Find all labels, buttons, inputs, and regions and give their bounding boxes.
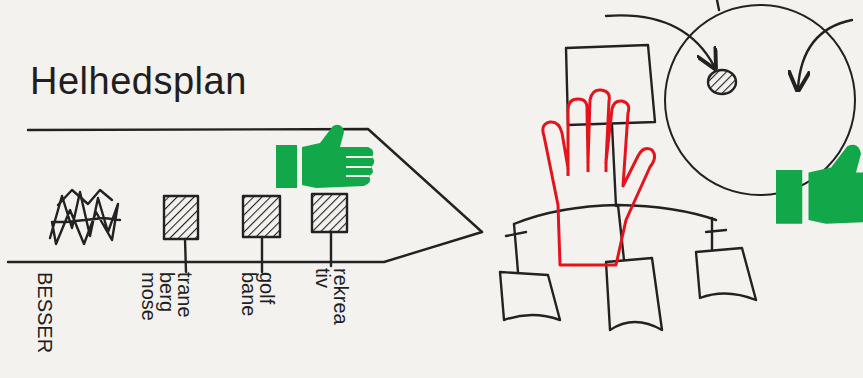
org-stem [612,125,616,206]
stop-hand [543,90,655,265]
leader-line [330,232,332,266]
hatched-square [243,196,280,237]
finger-gap [605,162,608,172]
org-tick [506,232,526,236]
org-tick [706,230,726,232]
org-leaf-box [696,248,756,300]
hatched-square [312,194,347,232]
thumbs-up [776,145,863,224]
scope-circle [665,5,855,195]
curved-arrow [606,15,714,66]
org-drop [711,218,713,250]
curved-arrow [798,20,852,88]
leader-line [185,239,186,272]
thumb-cuff [276,145,297,188]
hatched-square [164,196,198,239]
finger-gap [567,168,570,176]
item-label: rekrea tiv [314,268,350,338]
thumb-hand [809,145,863,224]
finger-gap [587,162,590,172]
sheet-title: Helhedsplan [30,60,247,103]
hand-outline [543,90,655,265]
thumb-fingers [346,157,372,176]
thumb-cuff [776,170,802,224]
item-label: trane berg mose [140,272,194,334]
scribble-blob-top [58,190,112,205]
thumb-hand [302,125,374,188]
leader-line [261,237,263,272]
item-label: golf bane [240,272,276,330]
org-branch [514,205,716,224]
item-label: BESSER [36,272,54,372]
pen-mark [717,0,719,10]
thumbs-up [276,125,374,188]
hatched-core [708,70,736,94]
org-drop [514,224,518,272]
org-leaf-box [500,272,560,320]
org-leaf-box [606,258,662,330]
